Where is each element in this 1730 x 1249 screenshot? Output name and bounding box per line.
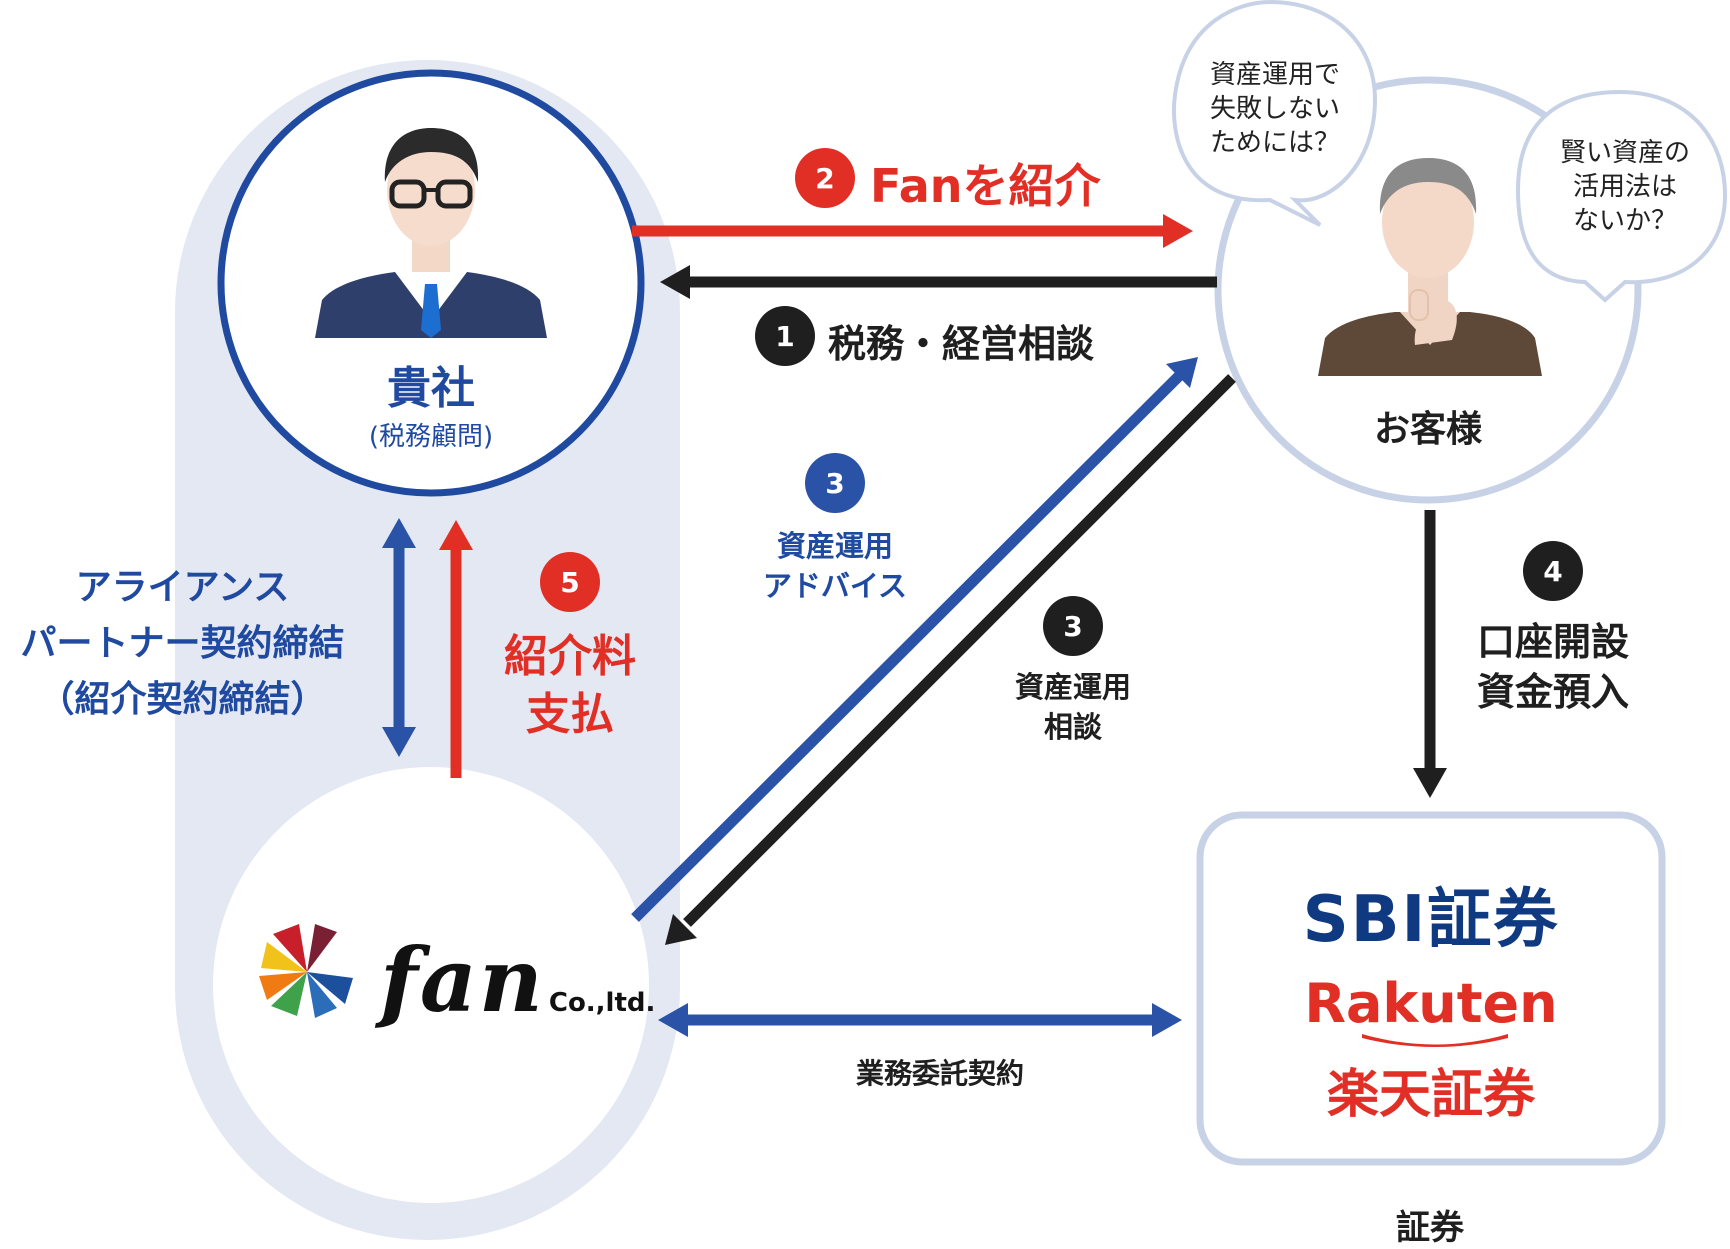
bubble-1-text: 資産運用で 失敗しない ためには？: [1185, 58, 1365, 160]
step-2-badge: 2: [795, 148, 855, 208]
step-3-advice-line: 資産運用: [776, 529, 893, 563]
securities-caption: 証券: [1396, 1208, 1464, 1248]
step-3-advice-label: 資産運用 アドバイス: [735, 526, 935, 606]
kisha-avatar: [315, 128, 547, 338]
fan-name: fan: [380, 928, 545, 1032]
kisha-subtitle: (税務顧問): [368, 422, 494, 452]
rakuten-swoosh: [1362, 1034, 1508, 1047]
thought-bubble-1: [1171, 0, 1378, 227]
bubble-2-line: ないか？: [1572, 206, 1677, 236]
customer-title: お客様: [1373, 409, 1482, 450]
fan-circle: [213, 767, 649, 1203]
securities-box: [1196, 811, 1666, 1166]
step-5-badge: 5: [540, 552, 600, 612]
alliance-line: パートナー契約締結: [20, 623, 345, 664]
step-3-advice-badge: 3: [805, 453, 865, 513]
rakuten-logo-jp: 楽天証券: [1326, 1065, 1535, 1125]
step-4-line: 口座開設: [1476, 620, 1629, 664]
step-4-label: 口座開設 資金預入: [1453, 617, 1653, 717]
bubble-2-line: 賢い資産の: [1559, 138, 1690, 168]
step-3-advice-line: アドバイス: [762, 569, 908, 603]
bubble-1-line: 資産運用で: [1209, 60, 1340, 90]
bubble-2-text: 賢い資産の 活用法は ないか？: [1530, 136, 1720, 238]
sbi-securities-logo: SBI証券: [1302, 883, 1560, 957]
alliance-line: アライアンス: [75, 567, 290, 608]
step-3-consult-line: 相談: [1043, 710, 1102, 744]
bubble-2-line: 活用法は: [1572, 172, 1677, 202]
step-5-line: 支払: [526, 689, 614, 740]
alliance-label: アライアンス パートナー契約締結 （紹介契約締結）: [0, 560, 365, 728]
thought-bubble-2: [1515, 89, 1728, 303]
bubble-1-line: ためには？: [1209, 128, 1340, 158]
outsourcing-label: 業務委託契約: [855, 1057, 1024, 1090]
kisha-title: 貴社: [387, 363, 475, 414]
alliance-line: （紹介契約締結）: [38, 679, 327, 720]
step-1-badge: 1: [755, 306, 815, 366]
fan-suffix: Co.,ltd.: [548, 988, 656, 1018]
step-3-consult-badge: 3: [1043, 596, 1103, 656]
rakuten-logo-en: Rakuten: [1304, 972, 1558, 1035]
step-4-badge: 4: [1523, 541, 1583, 601]
customer-avatar: [1318, 158, 1542, 376]
step-5-line: 紹介料: [504, 631, 636, 682]
step-4-line: 資金預入: [1476, 670, 1629, 714]
step-2-label: Fanを紹介: [870, 159, 1101, 213]
step-1-label: 税務・経営相談: [828, 322, 1095, 366]
step-3-consult-line: 資産運用: [1014, 670, 1131, 704]
step-3-consult-label: 資産運用 相談: [973, 667, 1173, 747]
bubble-1-line: 失敗しない: [1209, 94, 1340, 124]
fan-logo-mark: [259, 924, 353, 1018]
step-5-label: 紹介料 支払: [480, 628, 660, 744]
